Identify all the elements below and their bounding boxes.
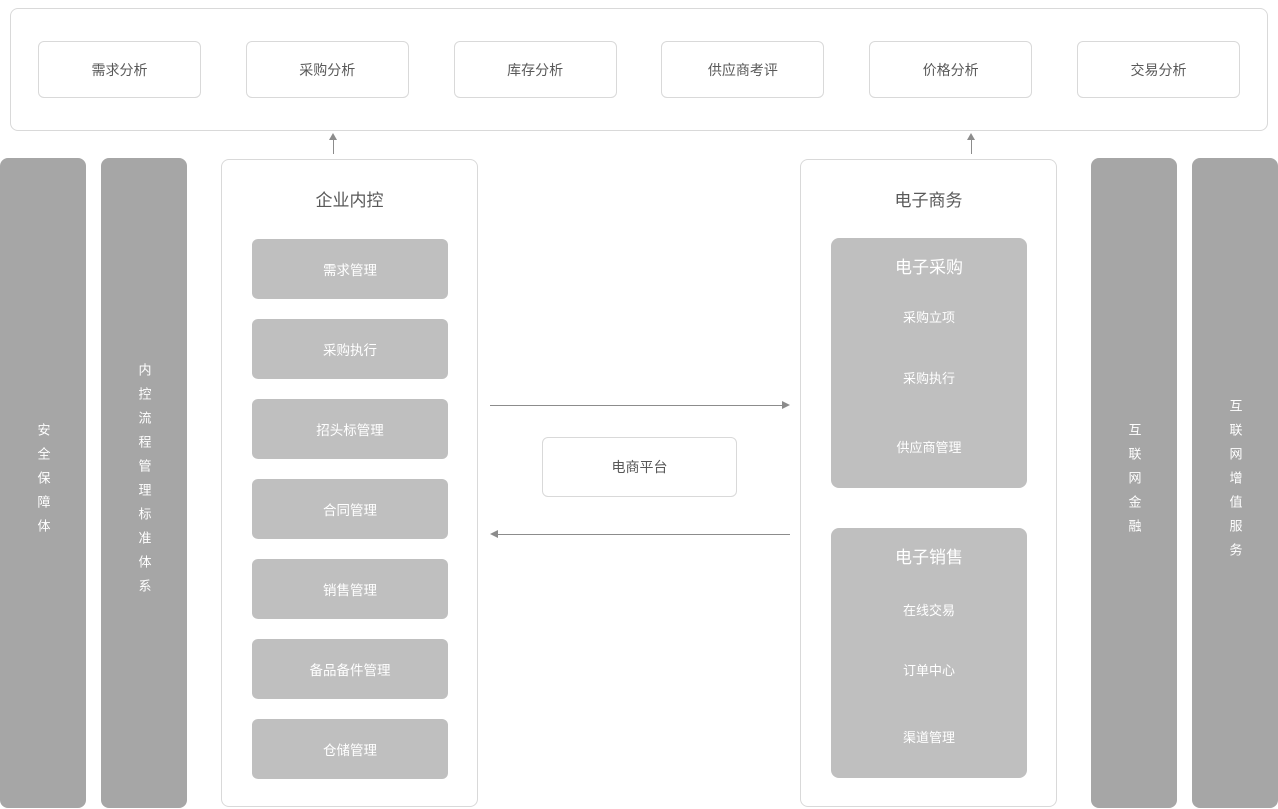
node-demand-management: 需求管理: [252, 239, 448, 299]
arrow-head: [329, 133, 337, 140]
node-bidding-management: 招头标管理: [252, 399, 448, 459]
node-label: 合同管理: [323, 503, 377, 518]
flow-arrow-right-icon: [490, 399, 790, 412]
sidebar-label: 安全保障体: [35, 423, 51, 543]
analysis-node-label: 库存分析: [507, 61, 564, 78]
group-e-sales: 电子销售 在线交易 订单中心 渠道管理: [831, 528, 1027, 778]
node-label: 招头标管理: [316, 423, 384, 438]
group-item-order-center: 订单中心: [902, 663, 955, 678]
node-label: 销售管理: [323, 583, 377, 598]
analysis-node-procurement: 采购分析: [245, 41, 409, 98]
node-sales-management: 销售管理: [252, 559, 448, 619]
node-label: 电商平台: [611, 459, 668, 475]
group-item-procurement-initiation: 采购立项: [902, 310, 955, 325]
node-label: 采购执行: [323, 343, 377, 358]
arrow-shaft: [333, 137, 334, 154]
sidebar-label: 互联网增值服务: [1227, 399, 1243, 567]
group-item-procurement-execution: 采购执行: [902, 371, 955, 386]
group-item-channel-management: 渠道管理: [902, 730, 955, 745]
analysis-panel: 需求分析 采购分析 库存分析 供应商考评 价格分析 交易分析: [10, 8, 1268, 131]
ecommerce-platform-node: 电商平台: [542, 437, 737, 497]
analysis-node-supplier-review: 供应商考评: [661, 41, 825, 98]
group-item-online-trading: 在线交易: [902, 603, 955, 618]
internal-control-panel: 企业内控 需求管理 采购执行 招头标管理 合同管理 销售管理 备品备件管理 仓储…: [221, 159, 478, 807]
analysis-node-inventory: 库存分析: [453, 41, 617, 98]
node-procurement-execution: 采购执行: [252, 319, 448, 379]
up-arrow-icon: [967, 133, 976, 154]
flow-arrow-left-icon: [490, 528, 790, 541]
arrow-shaft: [497, 534, 790, 535]
sidebar-security-assurance: 安全保障体: [0, 158, 86, 808]
arrow-shaft: [490, 405, 783, 406]
panel-title: 电子商务: [894, 191, 963, 210]
sidebar-label: 互联网金融: [1126, 423, 1142, 543]
node-contract-management: 合同管理: [252, 479, 448, 539]
sidebar-internet-finance: 互联网金融: [1091, 158, 1177, 808]
sidebar-label: 内控流程管理标准体系: [136, 363, 152, 603]
arrow-head: [782, 401, 790, 409]
analysis-node-label: 供应商考评: [707, 61, 778, 78]
group-title: 电子销售: [895, 548, 963, 567]
group-item-supplier-management: 供应商管理: [896, 440, 962, 455]
analysis-node-price: 价格分析: [869, 41, 1033, 98]
arrow-shaft: [971, 137, 972, 154]
analysis-node-label: 价格分析: [922, 61, 979, 78]
arrow-head: [967, 133, 975, 140]
analysis-node-label: 交易分析: [1130, 61, 1187, 78]
arrow-head: [490, 530, 498, 538]
group-title: 电子采购: [895, 258, 963, 277]
up-arrow-icon: [329, 133, 338, 154]
analysis-node-transaction: 交易分析: [1076, 41, 1240, 98]
group-e-procurement: 电子采购 采购立项 采购执行 供应商管理: [831, 238, 1027, 488]
sidebar-internal-control-standards: 内控流程管理标准体系: [101, 158, 187, 808]
node-label: 备品备件管理: [309, 663, 391, 678]
panel-title: 企业内控: [315, 191, 384, 210]
analysis-node-demand: 需求分析: [38, 41, 201, 98]
analysis-node-label: 需求分析: [91, 61, 148, 78]
analysis-node-label: 采购分析: [299, 61, 356, 78]
ecommerce-panel: 电子商务 电子采购 采购立项 采购执行 供应商管理 电子销售 在线交易 订单中心…: [800, 159, 1057, 807]
node-label: 需求管理: [323, 263, 377, 278]
node-warehouse-management: 仓储管理: [252, 719, 448, 779]
node-label: 仓储管理: [323, 743, 377, 758]
sidebar-internet-value-added-services: 互联网增值服务: [1192, 158, 1278, 808]
node-spare-parts-management: 备品备件管理: [252, 639, 448, 699]
